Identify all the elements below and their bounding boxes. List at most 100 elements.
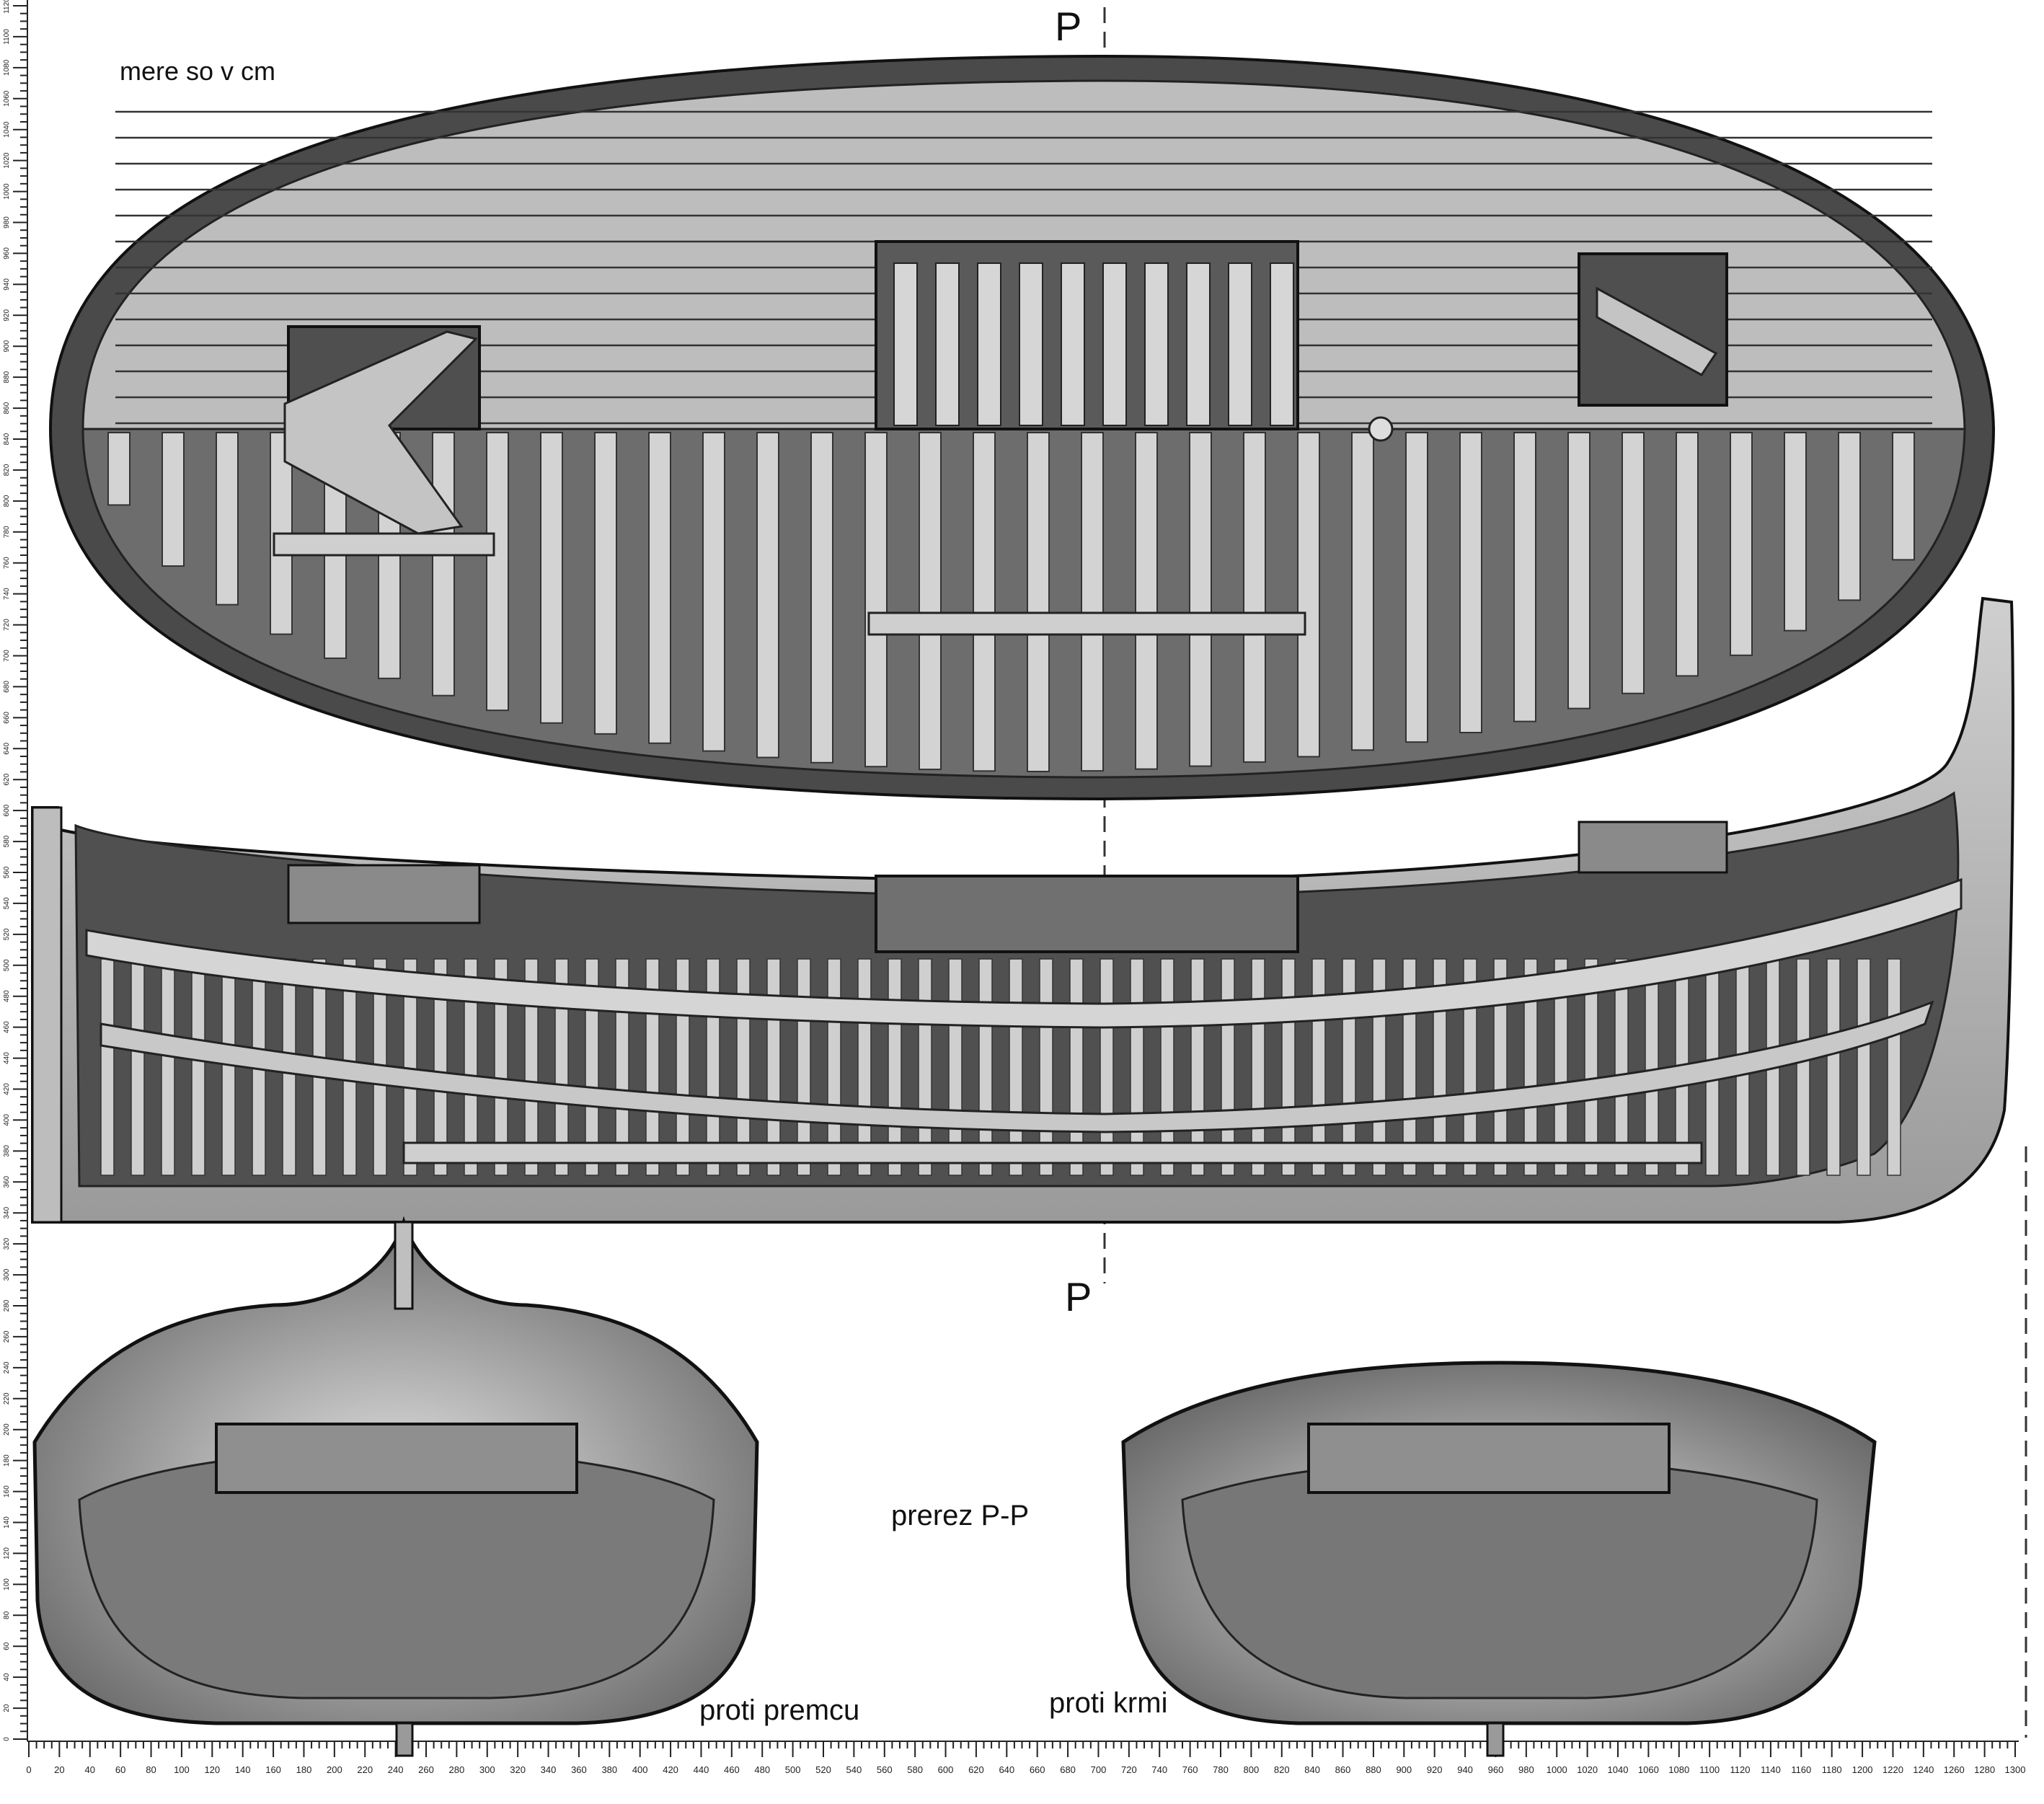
side-wale-lower	[99, 1000, 1934, 1133]
ruler-tick-label: 1060	[3, 90, 11, 107]
ruler-tick-label: 60	[115, 1764, 125, 1775]
ruler-tick-label: 140	[235, 1764, 251, 1775]
ruler-tick-label: 280	[449, 1764, 465, 1775]
bow-section-keel	[395, 1722, 414, 1757]
ruler-tick-label: 1020	[1577, 1764, 1598, 1775]
side-frame	[191, 958, 205, 1176]
ruler-tick-label: 380	[3, 1145, 11, 1157]
side-aft-box	[1578, 821, 1728, 874]
plan-frame	[1297, 432, 1320, 758]
side-view	[31, 596, 2014, 1224]
ruler-tick-label: 1060	[1638, 1764, 1659, 1775]
ruler-tick-label: 100	[3, 1578, 11, 1591]
ruler-tick-label: 80	[146, 1764, 156, 1775]
plan-frame	[1513, 432, 1536, 722]
section-mark-bottom: P	[1065, 1274, 1092, 1319]
stern-section-inner	[1181, 1459, 1818, 1699]
ruler-tick-label: 980	[1518, 1764, 1534, 1775]
plan-frame	[432, 432, 455, 697]
plan-frame	[1243, 432, 1266, 763]
ruler-tick-label: 300	[479, 1764, 495, 1775]
plan-frame	[1405, 432, 1428, 743]
side-frame	[1826, 958, 1841, 1176]
side-frame	[464, 958, 478, 1176]
plan-frame	[919, 432, 942, 771]
hatch-slat	[1019, 262, 1043, 426]
side-keelson	[402, 1141, 1703, 1164]
ruler-tick-label: 1280	[1974, 1764, 1995, 1775]
side-frame	[524, 958, 539, 1176]
ruler-tick-label: 500	[3, 959, 11, 971]
ruler-tick-label: 520	[815, 1764, 831, 1775]
ruler-tick-label: 440	[3, 1052, 11, 1064]
plan-frame	[1892, 432, 1915, 561]
ruler-tick-label: 20	[3, 1704, 11, 1712]
ruler-tick-label: 540	[3, 897, 11, 909]
side-frame	[433, 958, 448, 1176]
ruler-tick-label: 900	[1396, 1764, 1412, 1775]
section-stern-view	[1121, 1361, 1877, 1757]
plan-frame	[864, 432, 888, 768]
ruler-tick-label: 460	[3, 1021, 11, 1033]
plan-frame	[486, 432, 509, 712]
plan-fore-thwart	[273, 532, 495, 557]
plan-frame	[1189, 432, 1212, 767]
ruler-tick-label: 260	[418, 1764, 434, 1775]
ruler-tick-label: 40	[3, 1673, 11, 1681]
ruler-tick-label: 0	[26, 1764, 31, 1775]
section-mark-top: P	[1055, 4, 1082, 49]
plan-frame	[1135, 432, 1158, 770]
side-frame	[1614, 958, 1629, 1176]
plan-frame	[810, 432, 833, 764]
ruler-tick-label: 580	[907, 1764, 923, 1775]
ruler-tick-label: 600	[938, 1764, 954, 1775]
ruler-tick-label: 740	[3, 588, 11, 600]
plan-bollard	[1368, 416, 1394, 442]
ruler-tick-label: 340	[3, 1206, 11, 1219]
plan-frame	[1459, 432, 1482, 734]
plan-frame	[756, 432, 779, 759]
plan-frame	[1622, 432, 1645, 694]
ruler-tick-label: 920	[1427, 1764, 1443, 1775]
plan-view	[48, 54, 1996, 801]
ruler-tick-label: 840	[3, 433, 11, 445]
ruler-tick-label: 220	[357, 1764, 373, 1775]
ruler-tick-label: 820	[1274, 1764, 1290, 1775]
side-frame	[130, 958, 145, 1176]
side-hatch-coaming	[875, 875, 1299, 953]
hatch-slat	[1186, 262, 1211, 426]
side-frame	[1523, 958, 1538, 1176]
plan-frame	[540, 432, 563, 724]
plan-frame	[1027, 432, 1050, 772]
ruler-tick-label: 20	[54, 1764, 64, 1775]
ruler-tick-label: 700	[3, 650, 11, 662]
plan-frame	[1351, 432, 1374, 751]
plan-frame	[1784, 432, 1807, 632]
section-title: prerez P-P	[891, 1500, 1030, 1531]
side-frame	[1796, 958, 1810, 1176]
plan-frame	[648, 432, 671, 744]
ruler-tick-label: 800	[1244, 1764, 1260, 1775]
ruler-tick-label: 780	[1213, 1764, 1229, 1775]
stern-section-thwart	[1307, 1423, 1671, 1494]
ruler-tick-label: 220	[3, 1392, 11, 1405]
side-frame	[100, 958, 115, 1176]
hatch-slat	[1228, 262, 1252, 426]
ruler-tick-label: 940	[3, 278, 11, 291]
ruler-tick-label: 1220	[1882, 1764, 1903, 1775]
ruler-tick-label: 580	[3, 835, 11, 847]
ruler-tick-label: 880	[1366, 1764, 1381, 1775]
ruler-tick-label: 400	[3, 1114, 11, 1126]
plan-frame	[1838, 432, 1861, 601]
ruler-tick-label: 780	[3, 526, 11, 538]
ruler-tick-label: 1000	[1547, 1764, 1567, 1775]
ruler-tick-label: 720	[3, 619, 11, 631]
ruler-tick-label: 160	[3, 1485, 11, 1498]
stern-section-keel	[1486, 1722, 1505, 1757]
ruler-tick-label: 660	[1030, 1764, 1045, 1775]
ruler-tick-label: 1080	[1668, 1764, 1689, 1775]
ruler-tick-label: 1160	[1791, 1764, 1811, 1775]
side-frame	[1463, 958, 1477, 1176]
ruler-tick-label: 1000	[3, 183, 11, 200]
